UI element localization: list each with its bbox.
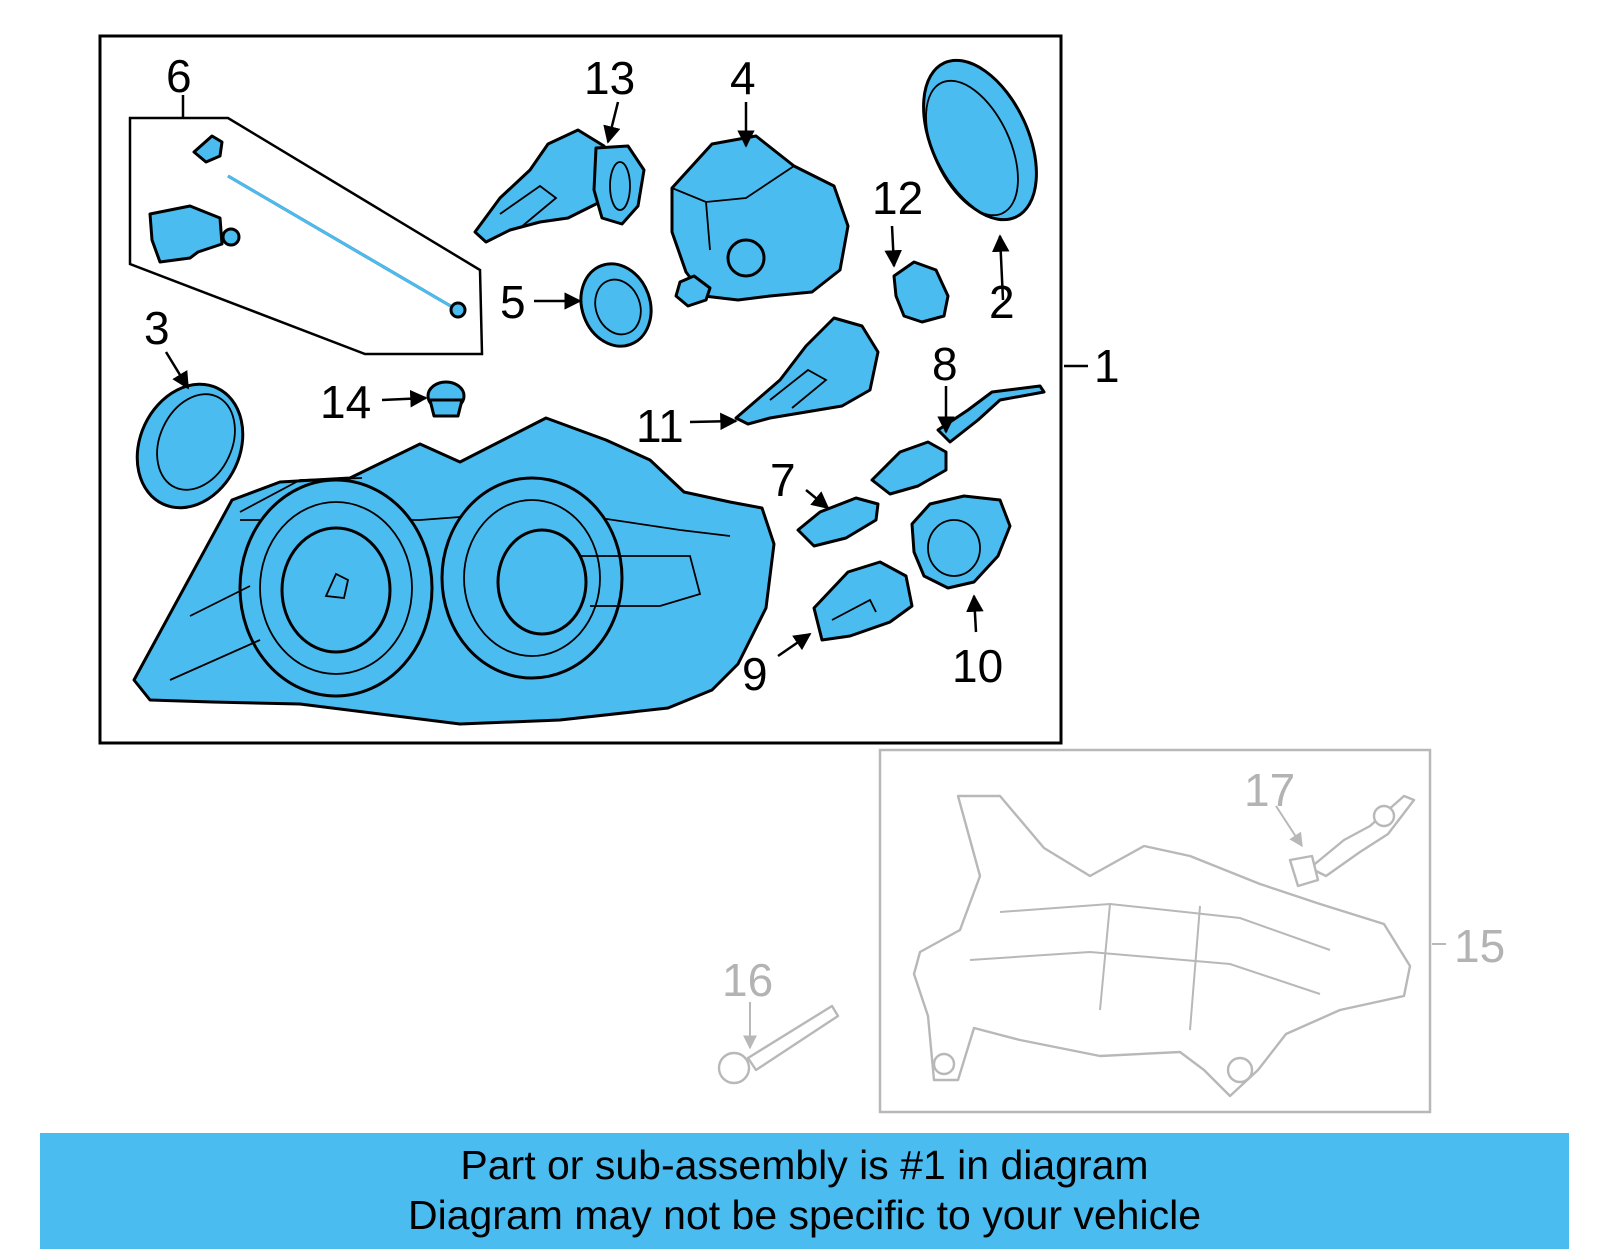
part-15-bracket[interactable] <box>912 794 1412 1098</box>
callout-7: 7 <box>770 454 796 506</box>
part-7-wedge-bulb[interactable] <box>796 496 880 548</box>
part-16-bolt[interactable] <box>717 1004 840 1085</box>
part-4-leveling-motor[interactable] <box>670 134 850 308</box>
assembly-frame <box>98 34 1063 745</box>
part-11-bulb[interactable] <box>734 316 880 426</box>
part-10-socket[interactable] <box>910 494 1012 590</box>
callout-4: 4 <box>730 52 756 104</box>
part-3-cap[interactable] <box>118 367 263 525</box>
part-5-seal[interactable] <box>570 254 663 356</box>
callout-8: 8 <box>932 338 958 390</box>
banner-line-2: Diagram may not be specific to your vehi… <box>407 1192 1201 1238</box>
callout-11: 11 <box>636 400 684 452</box>
callout-10: 10 <box>952 640 1003 692</box>
callout-5: 5 <box>500 276 526 328</box>
callout-14: 14 <box>320 376 371 428</box>
callout-9: 9 <box>742 648 768 700</box>
part-2-cap[interactable] <box>901 43 1060 238</box>
callout-2: 2 <box>989 276 1015 328</box>
part-13-bulb[interactable] <box>473 128 646 244</box>
callout-3: 3 <box>144 302 170 354</box>
callout-15: 15 <box>1454 920 1505 972</box>
part-12-socket[interactable] <box>892 260 950 324</box>
leader-lines <box>164 101 1446 1050</box>
callout-1: 1 <box>1094 340 1120 392</box>
part-8-wire-lead[interactable] <box>870 384 1046 496</box>
callout-12: 12 <box>872 172 923 224</box>
part-17-wiring[interactable] <box>1288 794 1416 888</box>
related-parts-frame <box>878 748 1432 1114</box>
part-9-bulb[interactable] <box>812 560 914 642</box>
callout-16: 16 <box>722 954 773 1006</box>
banner-line-1: Part or sub-assembly is #1 in diagram <box>460 1142 1149 1188</box>
part-6-leveling-kit[interactable] <box>128 95 484 356</box>
info-banner: Part or sub-assembly is #1 in diagram Di… <box>40 1133 1569 1249</box>
callout-6: 6 <box>166 50 192 102</box>
callout-17: 17 <box>1244 764 1295 816</box>
part-1-headlamp-housing[interactable] <box>132 416 776 726</box>
part-14-plug[interactable] <box>426 380 466 418</box>
callout-13: 13 <box>584 52 635 104</box>
